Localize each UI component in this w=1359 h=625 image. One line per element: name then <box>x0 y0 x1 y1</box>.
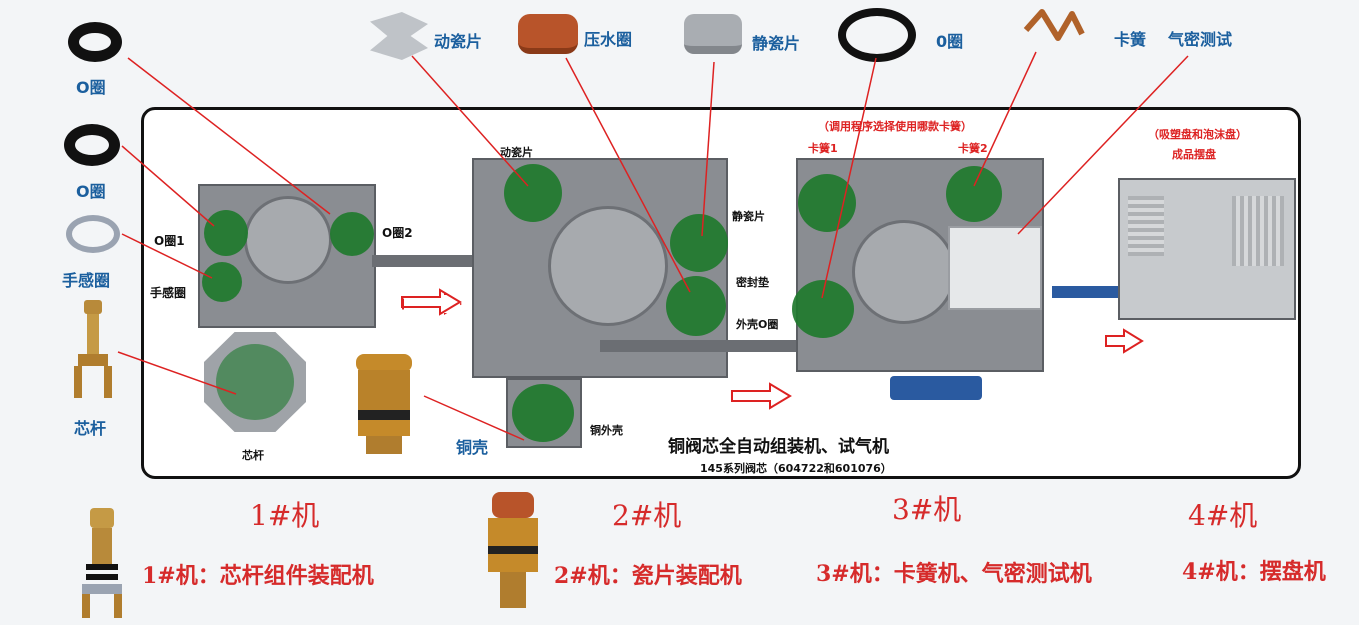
press-ring-label: 压水圈 <box>584 30 633 49</box>
core-rod-assembly <box>82 508 128 620</box>
spring-part <box>1023 9 1085 41</box>
machine-2-feeder-seal-pad <box>666 276 726 336</box>
machine-2-dial <box>548 206 668 326</box>
machine-number-2: 2#机 <box>612 499 682 532</box>
o-ring-part-2 <box>64 124 120 166</box>
press-ring-part <box>518 14 578 54</box>
machine-1-bowl-inner <box>216 344 294 420</box>
o-ring-part-1-label: O圈 <box>76 78 106 97</box>
o-ring-top-label: 0圈 <box>936 32 964 51</box>
air-test-label: 气密测试 <box>1168 30 1233 49</box>
machine-1-feeder-o-ring1 <box>204 210 248 256</box>
machine-3-test-block <box>948 226 1042 310</box>
machine-number-4: 4#机 <box>1188 499 1258 532</box>
machine-number-1: 1#机 <box>250 499 320 532</box>
machine-3-label-spring2: 卡簧2 <box>958 142 988 155</box>
machine-3-dial <box>852 220 956 324</box>
static-ceramic-part <box>684 14 742 54</box>
copper-shell-label: 铜壳 <box>456 438 489 457</box>
machine-number-3: 3#机 <box>892 493 962 526</box>
machine-2-label-seal-pad: 密封垫 <box>736 276 769 289</box>
caption-machine-2: 2#机：瓷片装配机 <box>554 563 742 589</box>
machine-2-label-copper-shell: 铜外壳 <box>590 424 623 437</box>
caption-machine-4: 4#机：摆盘机 <box>1182 559 1326 585</box>
moving-ceramic-label: 动瓷片 <box>434 32 483 51</box>
machine-2-label-static-ceramic: 静瓷片 <box>732 210 765 223</box>
machine-1-label-hand-ring: 手感圈 <box>150 286 187 300</box>
diagram-subtitle: 145系列阀芯（604722和601076） <box>700 462 892 475</box>
machine-3-feeder-outer-o-ring <box>792 280 854 338</box>
hand-ring-part-label: 手感圈 <box>62 271 111 290</box>
machine-4-product-tray: 成品摆盘 <box>1172 148 1216 161</box>
static-ceramic-label: 静瓷片 <box>752 34 801 53</box>
spring-label: 卡簧 <box>1114 30 1147 49</box>
copper-shell-part <box>354 354 416 454</box>
machine-3-program-note: （调用程序选择使用哪款卡簧） <box>818 120 972 133</box>
o-ring-part-2-label: O圈 <box>76 182 106 201</box>
machine-4-tray-note: （吸塑盘和泡沫盘） <box>1148 128 1247 141</box>
machine-2-label-outer-o-ring: 外壳O圈 <box>736 318 779 331</box>
core-rod-part-label: 芯杆 <box>74 419 107 438</box>
ceramic-assembly <box>486 492 542 608</box>
machine-1-label-o-ring1: O圈1 <box>154 234 185 248</box>
machine-1-feeder-hand-ring <box>202 262 242 302</box>
diagram-title: 铜阀芯全自动组装机、试气机 <box>668 437 889 457</box>
o-ring-part-1 <box>68 22 122 62</box>
machine-2-shell-feeder-green <box>512 384 574 442</box>
o-ring-top-part <box>838 8 916 62</box>
machine-1-label-o-ring2: O圈2 <box>382 226 413 240</box>
machine-3-feeder-spring1 <box>798 174 856 232</box>
machine-3-feeder-spring2 <box>946 166 1002 222</box>
machine-2-feeder-moving-ceramic <box>504 164 562 222</box>
caption-machine-3: 3#机：卡簧机、气密测试机 <box>816 561 1092 587</box>
caption-machine-1: 1#机：芯杆组件装配机 <box>142 563 374 589</box>
machine-4-tray-left <box>1128 196 1164 256</box>
machine-3-label-spring1: 卡簧1 <box>808 142 838 155</box>
conveyor-1-2 <box>372 255 480 267</box>
machine-2-feeder-static-ceramic <box>670 214 728 272</box>
machine-1-feeder-o-ring2 <box>330 212 374 256</box>
machine-1-label-core-rod: 芯杆 <box>242 449 264 462</box>
hand-ring-part <box>66 215 120 253</box>
machine-3-actuator <box>890 376 982 400</box>
machine-4-tray-right <box>1232 196 1284 266</box>
core-rod-part <box>74 300 112 400</box>
machine-2-label-moving-ceramic: 动瓷片 <box>500 146 533 159</box>
